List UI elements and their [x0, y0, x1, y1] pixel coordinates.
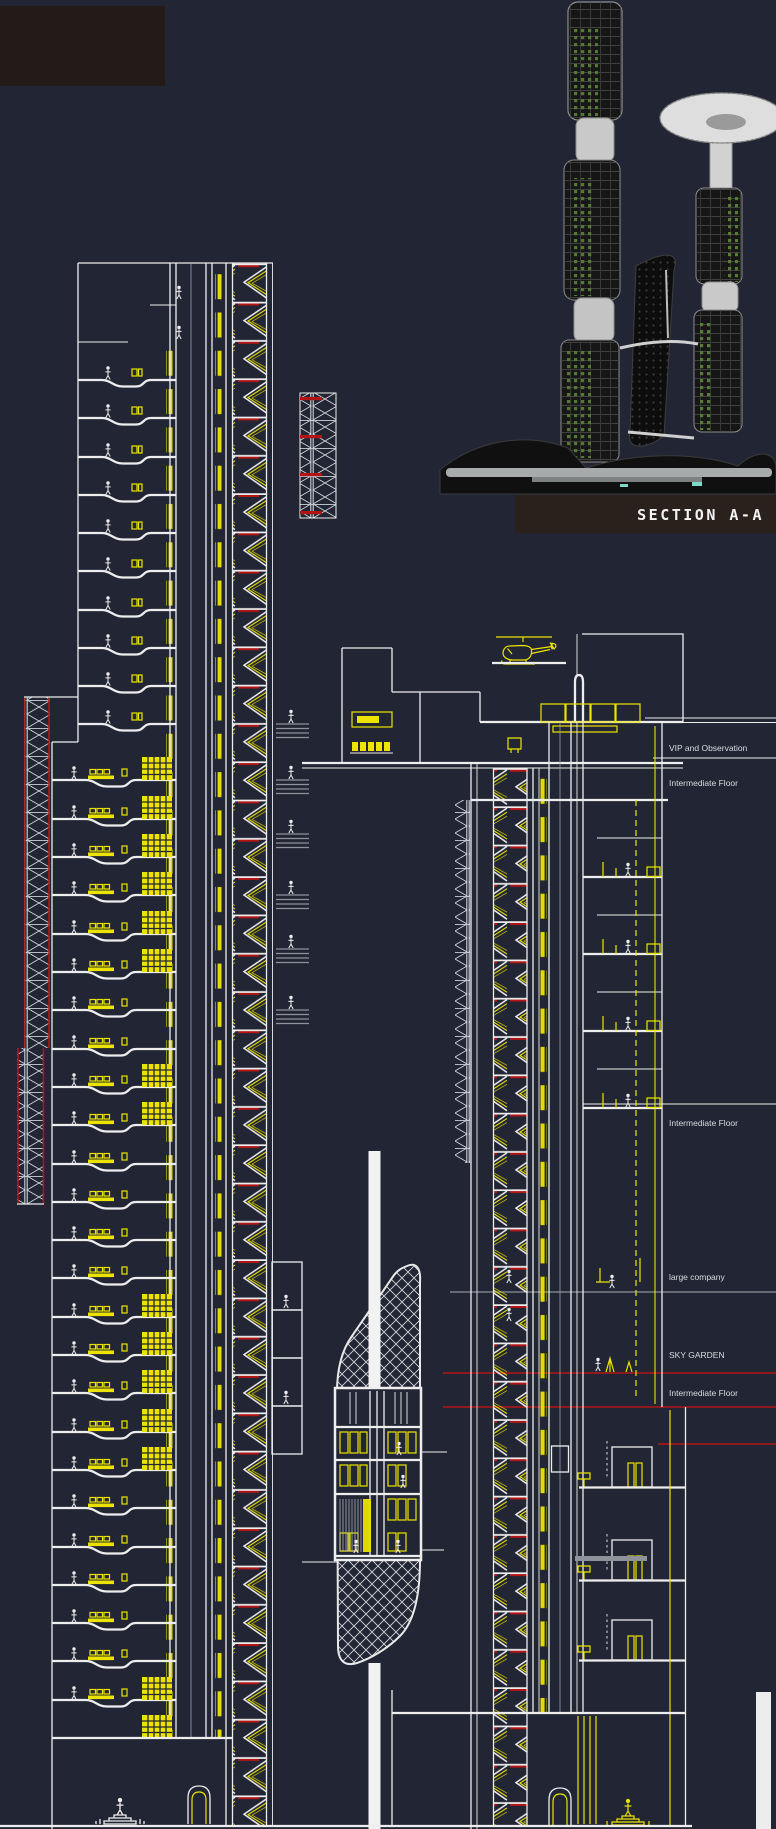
- label-vip-observation: VIP and Observation: [669, 743, 748, 753]
- left-tower-stairs: [231, 263, 273, 1825]
- section-title: SECTION A-A: [637, 506, 764, 524]
- left-tower-upper-floors: [78, 366, 176, 730]
- left-tower-lift-lobbies: [271, 1261, 303, 1455]
- right-tower-lobby: [391, 1690, 686, 1827]
- mast-lower: [368, 1663, 381, 1829]
- render-tower-right: [659, 92, 776, 433]
- left-tower-balconies: [276, 710, 309, 1024]
- lattice-mast-left: [17, 696, 78, 1205]
- label-intermediate-1: Intermediate Floor: [669, 778, 738, 788]
- lattice-mast-right: [455, 800, 470, 1163]
- left-tower-section: [17, 262, 337, 1829]
- render-mesh-screen: [628, 254, 676, 447]
- right-tower-shell: [470, 722, 687, 1829]
- pod-interior: [333, 1386, 423, 1562]
- label-large-company: large company: [669, 1272, 726, 1282]
- render-tower-left: [560, 1, 623, 463]
- label-sky-garden: SKY GARDEN: [669, 1350, 725, 1360]
- section-title-band: SECTION A-A: [515, 495, 776, 533]
- edge-mast: [756, 1692, 771, 1829]
- left-tower-lower-floors: [52, 766, 176, 1706]
- left-tower-core: [166, 263, 227, 1825]
- label-intermediate-2: Intermediate Floor: [669, 1118, 738, 1128]
- lattice-panel-upper: [299, 392, 337, 519]
- left-tower-lobby: [52, 1736, 232, 1825]
- right-tower-roof: [302, 633, 684, 769]
- center-pod: [302, 1151, 447, 1829]
- right-tower-section: [302, 633, 688, 1829]
- render-base: [439, 439, 776, 495]
- right-tower-floors: [583, 726, 662, 1404]
- right-tower-open-zones: [505, 1258, 641, 1373]
- floor-labels: VIP and Observation Intermediate Floor I…: [669, 743, 748, 1398]
- label-intermediate-3: Intermediate Floor: [669, 1388, 738, 1398]
- render-image: [439, 1, 776, 495]
- mast: [368, 1151, 381, 1391]
- right-tower-lower-rooms: [550, 1410, 688, 1825]
- color-swatch: [0, 6, 165, 86]
